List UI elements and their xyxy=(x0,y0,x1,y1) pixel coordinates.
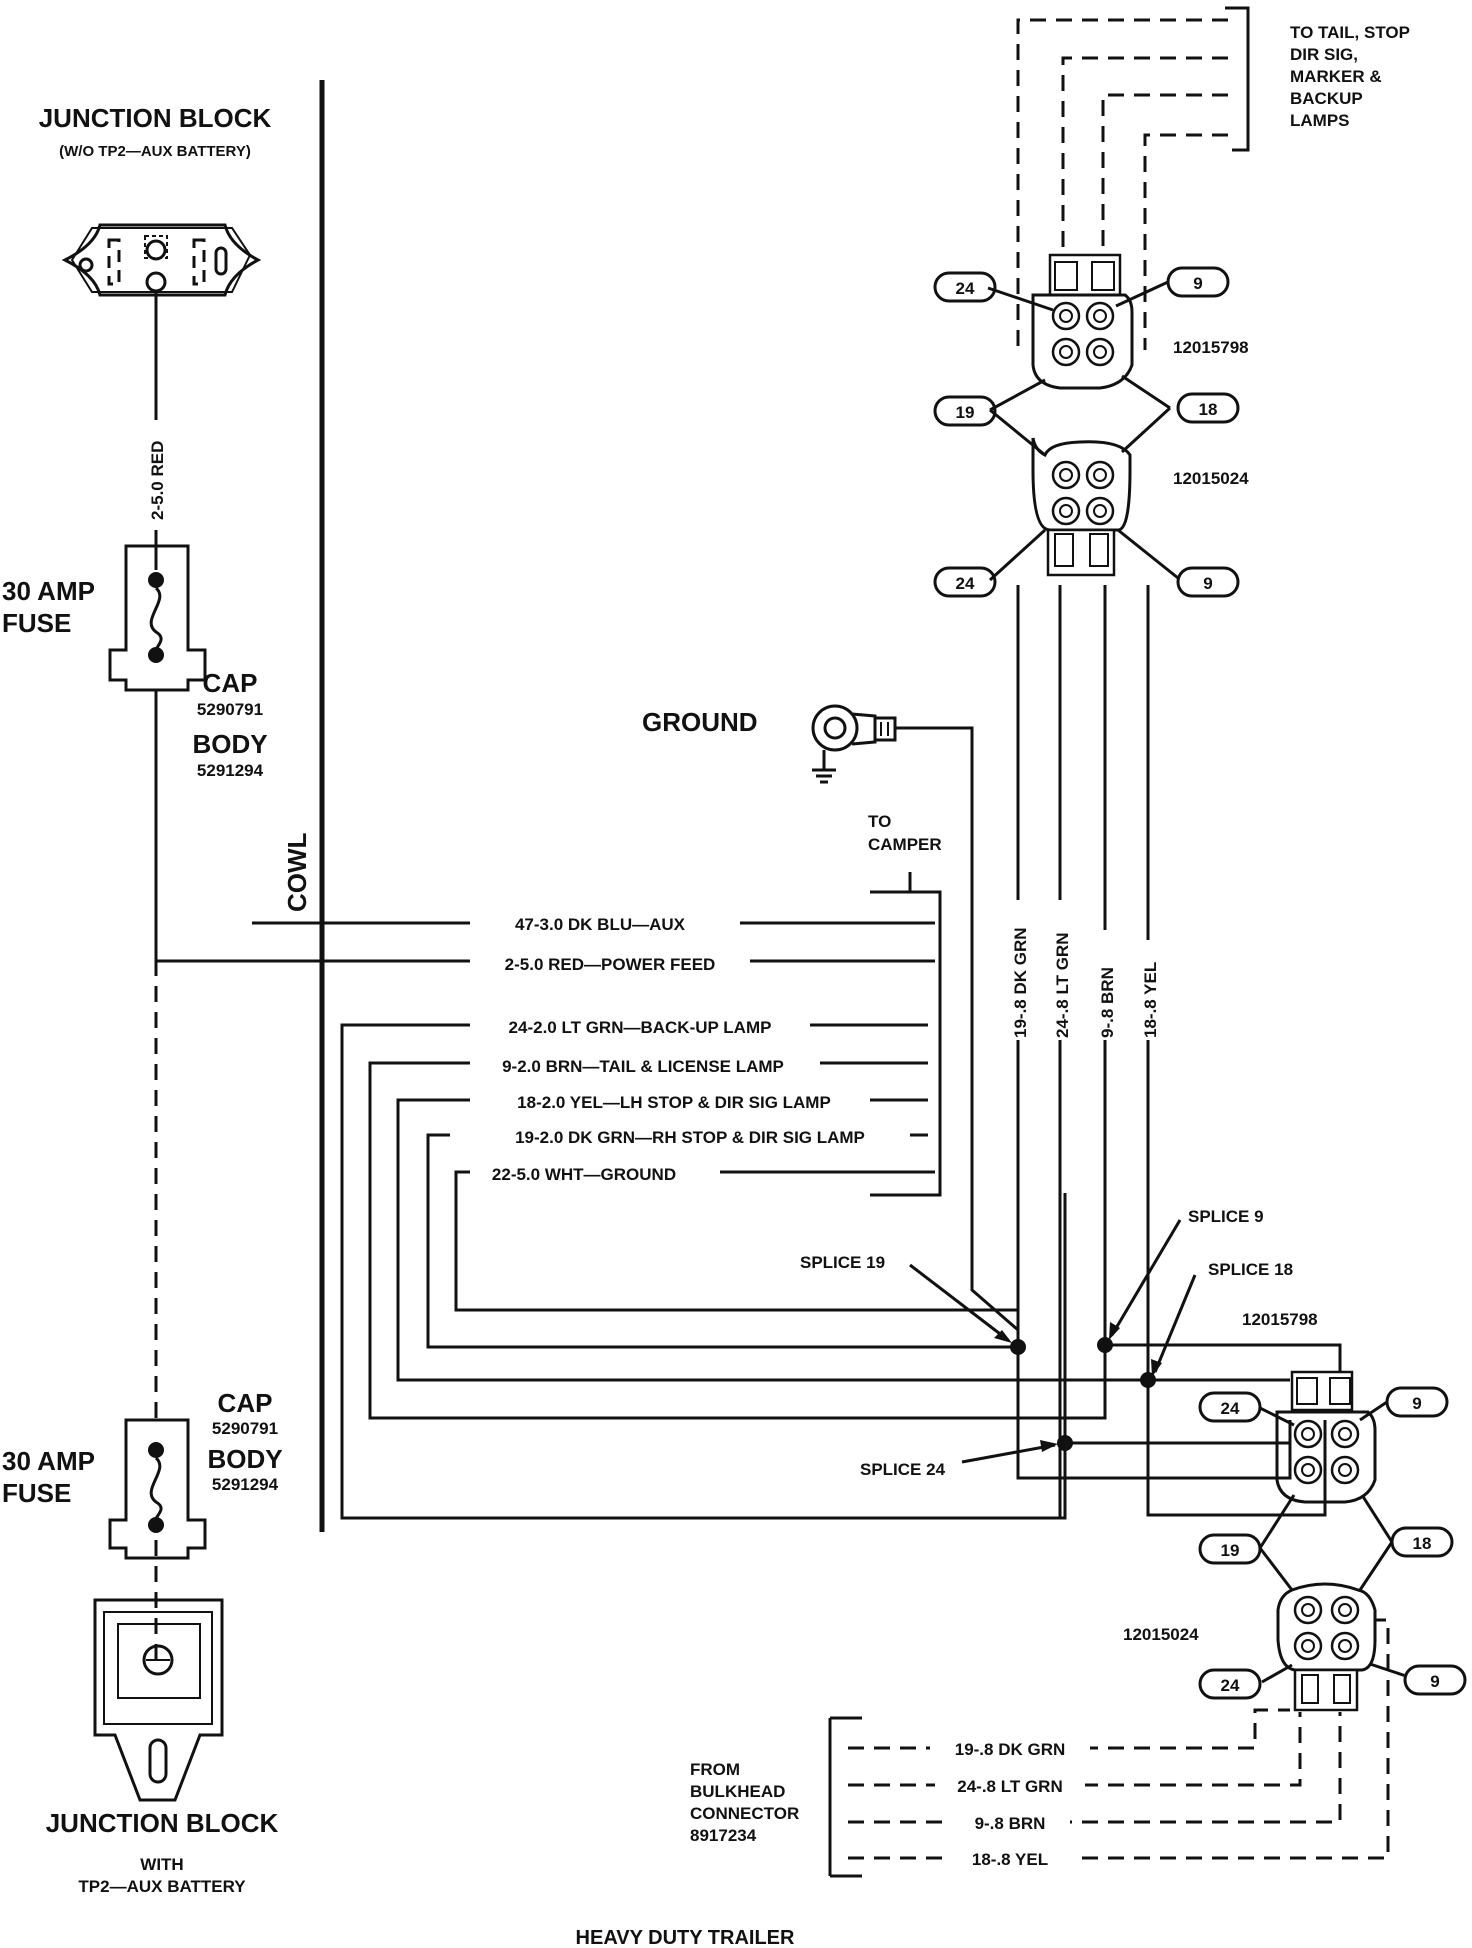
fuse-bottom-label-1: 30 AMP xyxy=(2,1446,95,1476)
cowl-label: COWL xyxy=(282,832,312,912)
bulkhead-wire-19: 19-.8 DK GRN xyxy=(955,1740,1066,1759)
connector-top-lower-part: 12015024 xyxy=(1173,469,1249,488)
harness-wire-22: 22-5.0 WHT—GROUND xyxy=(492,1165,676,1184)
fuse-top-label-1: 30 AMP xyxy=(2,576,95,606)
splice-24-label: SPLICE 24 xyxy=(860,1460,946,1479)
diagram-title: HEAVY DUTY TRAILER xyxy=(576,1927,795,1948)
vwire-19: 19-.8 DK GRN xyxy=(1011,927,1030,1038)
fuse-bottom-label-2: FUSE xyxy=(2,1478,71,1508)
harness-wire-47: 47-3.0 DK BLU—AUX xyxy=(515,915,686,934)
fuse-top-cap-part: 5290791 xyxy=(197,700,263,719)
junction-block-top xyxy=(61,223,262,297)
pin-tag-19-b: 19 xyxy=(1221,1541,1240,1560)
bulkhead-wire-24: 24-.8 LT GRN xyxy=(957,1777,1062,1796)
harness-wire-19: 19-2.0 DK GRN—RH STOP & DIR SIG LAMP xyxy=(515,1128,865,1147)
junction-top-title: JUNCTION BLOCK xyxy=(39,103,272,133)
vwire-9: 9-.8 BRN xyxy=(1098,967,1117,1038)
pin-tag-18-b: 18 xyxy=(1413,1534,1432,1553)
fuse-top-label-2: FUSE xyxy=(2,608,71,638)
to-tail-line-2: DIR SIG, xyxy=(1290,45,1358,64)
fuse-top-cap: CAP xyxy=(203,668,258,698)
pin-tag-24-d: 24 xyxy=(1221,1676,1240,1695)
pin-tag-19-a: 19 xyxy=(956,403,975,422)
connector-bottom-lower xyxy=(1276,1582,1377,1712)
ground-terminal xyxy=(811,704,897,784)
splice-19-label: SPLICE 19 xyxy=(800,1253,885,1272)
bulkhead-wire-9: 9-.8 BRN xyxy=(975,1814,1046,1833)
fuse-bottom-cap: CAP xyxy=(218,1388,273,1418)
connector-top-upper xyxy=(1031,253,1134,390)
connector-top-lower xyxy=(1031,437,1132,577)
fuse-bottom-cap-part: 5290791 xyxy=(212,1419,278,1438)
pin-tag-24-a: 24 xyxy=(956,279,975,298)
splice-24-dot xyxy=(1057,1435,1073,1451)
connector-bottom-upper xyxy=(1275,1370,1377,1504)
to-camper-line-2: CAMPER xyxy=(868,835,942,854)
ground-label: GROUND xyxy=(642,707,758,737)
fuse-bottom-body-part: 5291294 xyxy=(212,1475,279,1494)
from-bulkhead-line-4: 8917234 xyxy=(690,1826,757,1845)
fuse-bottom-body: BODY xyxy=(207,1444,282,1474)
harness-wire-18: 18-2.0 YEL—LH STOP & DIR SIG LAMP xyxy=(517,1093,831,1112)
wire-red-vertical-label: 2-5.0 RED xyxy=(148,441,167,520)
from-bulkhead-line-1: FROM xyxy=(690,1760,740,1779)
vwire-18: 18-.8 YEL xyxy=(1141,962,1160,1038)
pin-tag-24-b: 24 xyxy=(956,574,975,593)
from-bulkhead-line-2: BULKHEAD xyxy=(690,1782,785,1801)
to-tail-line-1: TO TAIL, STOP xyxy=(1290,23,1410,42)
junction-bottom-subtitle-1: WITH xyxy=(140,1855,183,1874)
pin-tag-9-a: 9 xyxy=(1193,274,1202,293)
vwire-24: 24-.8 LT GRN xyxy=(1053,933,1072,1038)
junction-block-bottom xyxy=(93,1598,224,1802)
to-camper-line-1: TO xyxy=(868,812,891,831)
harness-wire-9: 9-2.0 BRN—TAIL & LICENSE LAMP xyxy=(502,1057,784,1076)
fuse-bottom xyxy=(108,1418,207,1560)
to-tail-line-3: MARKER & xyxy=(1290,67,1382,86)
to-tail-line-5: LAMPS xyxy=(1290,111,1350,130)
fuse-top-body: BODY xyxy=(192,729,267,759)
junction-bottom-title: JUNCTION BLOCK xyxy=(46,1808,279,1838)
splice-18-label: SPLICE 18 xyxy=(1208,1260,1293,1279)
connector-top-upper-part: 12015798 xyxy=(1173,338,1249,357)
pin-tag-24-c: 24 xyxy=(1221,1399,1240,1418)
splice-9-dot xyxy=(1097,1337,1113,1353)
pin-tag-9-b: 9 xyxy=(1203,574,1212,593)
junction-top-subtitle: (W/O TP2—AUX BATTERY) xyxy=(59,143,251,160)
junction-bottom-subtitle-2: TP2—AUX BATTERY xyxy=(78,1877,246,1896)
pin-tag-9-d: 9 xyxy=(1430,1672,1439,1691)
from-bulkhead-line-3: CONNECTOR xyxy=(690,1804,799,1823)
harness-wire-2: 2-5.0 RED—POWER FEED xyxy=(505,955,716,974)
splice-19-dot xyxy=(1010,1339,1026,1355)
connector-bottom-upper-part: 12015798 xyxy=(1242,1310,1318,1329)
fuse-top xyxy=(108,544,207,692)
splice-9-label: SPLICE 9 xyxy=(1188,1207,1264,1226)
to-tail-line-4: BACKUP xyxy=(1290,89,1363,108)
harness-wire-24: 24-2.0 LT GRN—BACK-UP LAMP xyxy=(509,1018,772,1037)
pin-tag-9-c: 9 xyxy=(1412,1394,1421,1413)
bulkhead-wire-18: 18-.8 YEL xyxy=(972,1850,1048,1869)
fuse-top-body-part: 5291294 xyxy=(197,761,264,780)
pin-tag-18-a: 18 xyxy=(1199,400,1218,419)
connector-bottom-lower-part: 12015024 xyxy=(1123,1625,1199,1644)
